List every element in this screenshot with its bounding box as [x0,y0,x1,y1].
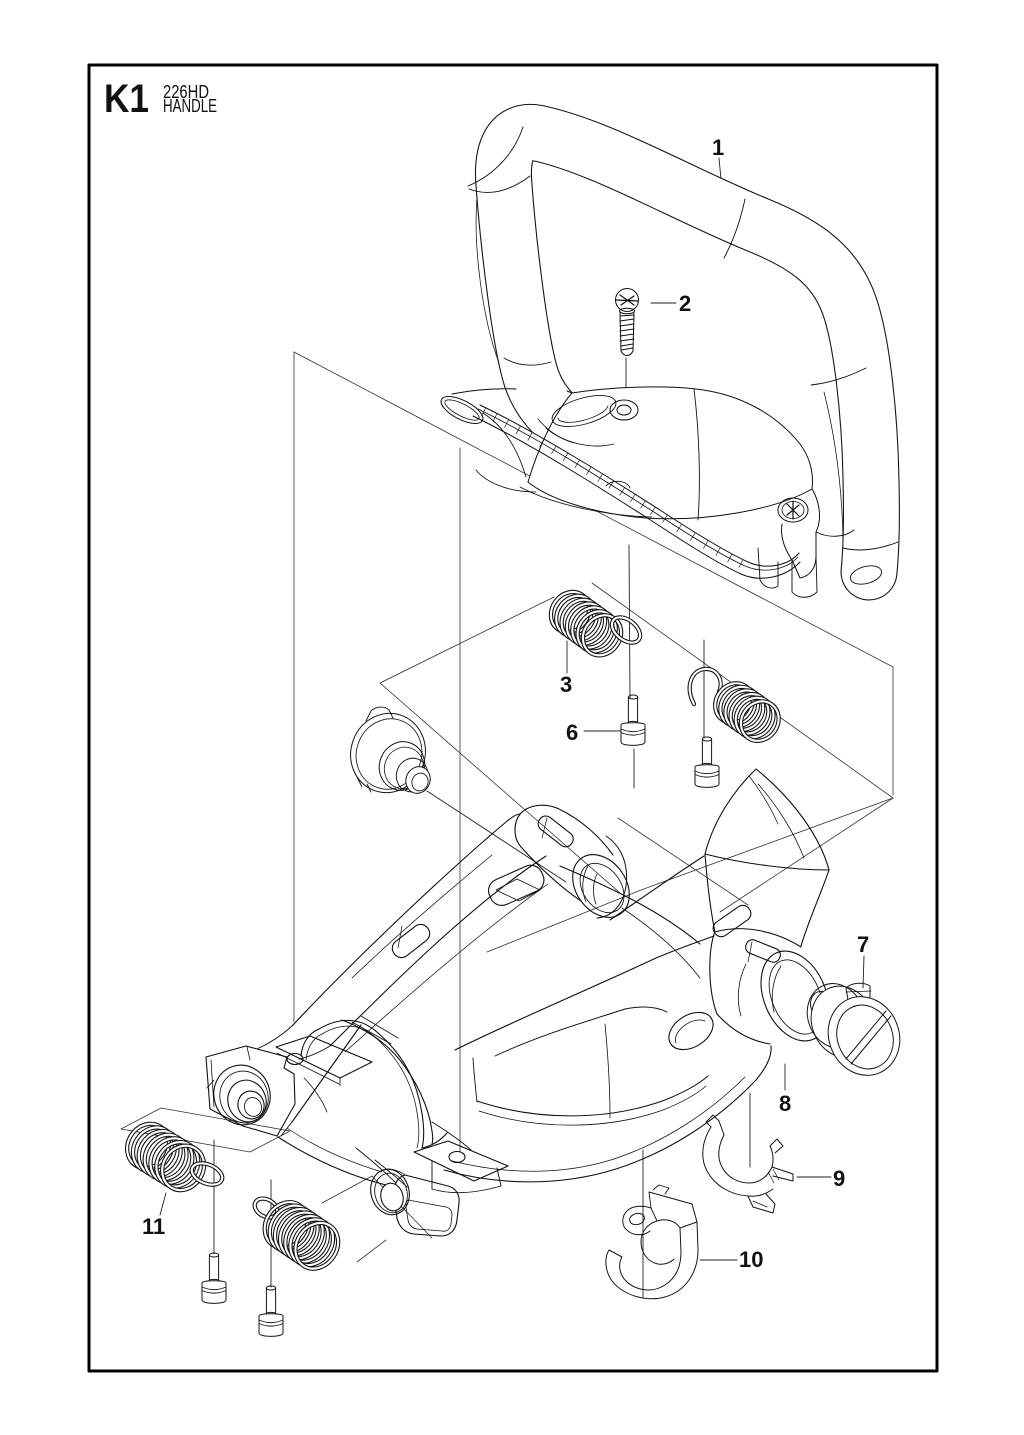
svg-text:8: 8 [779,1091,791,1116]
svg-text:1: 1 [712,135,724,160]
svg-text:K1: K1 [104,77,149,121]
svg-text:9: 9 [833,1166,845,1191]
svg-text:HANDLE: HANDLE [163,96,217,116]
svg-text:10: 10 [739,1247,763,1272]
svg-text:7: 7 [857,932,869,957]
svg-text:6: 6 [566,720,578,745]
svg-text:11: 11 [142,1214,165,1239]
svg-text:3: 3 [560,672,572,697]
svg-text:226HD: 226HD [163,82,209,102]
svg-text:2: 2 [679,291,691,316]
